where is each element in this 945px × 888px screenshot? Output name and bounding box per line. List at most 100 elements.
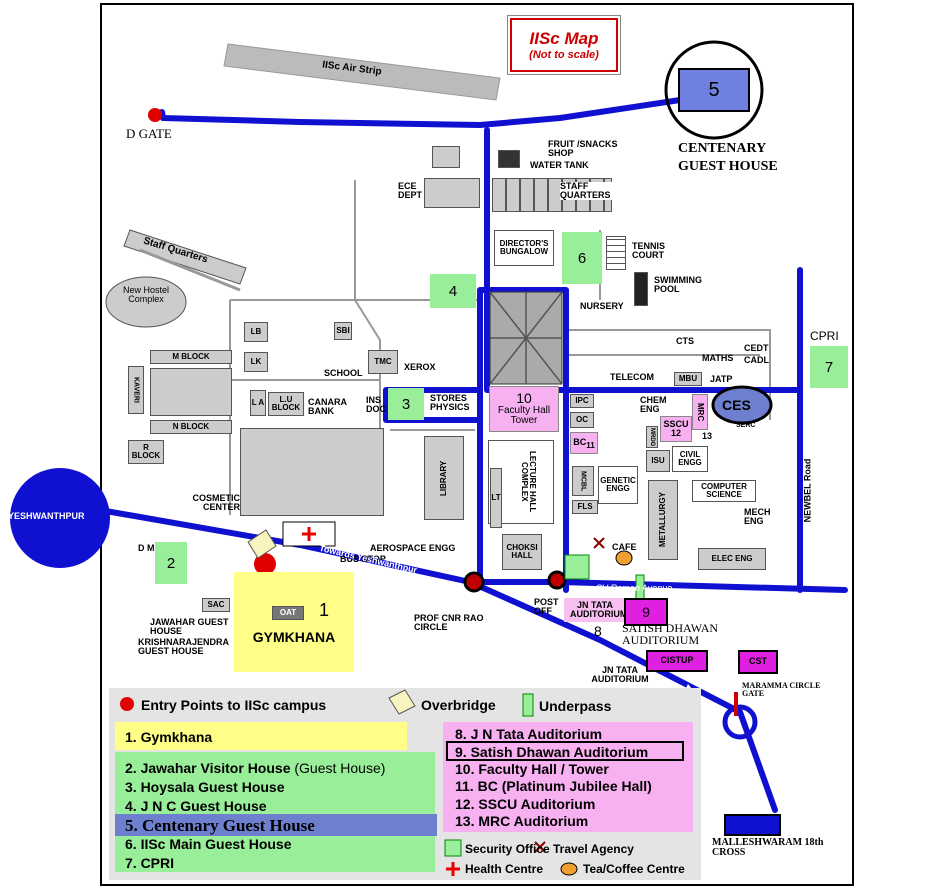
map-title: IISc Map <box>529 29 599 48</box>
legend-item-4: 4. J N C Guest House <box>125 798 267 814</box>
m-block-label: M BLOCK <box>172 352 210 361</box>
marker-2[interactable]: 2 <box>155 542 187 584</box>
n-block-label: N BLOCK <box>172 422 210 431</box>
post-off-label: POST OFF <box>534 597 559 616</box>
marker-13[interactable]: 13 <box>702 431 713 441</box>
maramma-gate-label[interactable]: MARAMMA CIRCLE GATE <box>742 681 821 698</box>
library-label: LIBRARY <box>439 460 448 496</box>
civil-label: CIVIL ENGG <box>678 450 702 467</box>
bldg-chokshi: CHOKSI HALL <box>502 534 542 570</box>
bldg-lib-hall <box>240 428 384 516</box>
oc-label: OC <box>576 415 588 424</box>
mrc-label: MRC <box>696 402 706 422</box>
air-strip-shape <box>223 43 501 101</box>
health-cross-icon <box>302 527 316 541</box>
marker-8-jn-tata[interactable]: JN TATA AUDITORIUM <box>564 598 627 622</box>
bldg-m-block-wing <box>150 368 232 416</box>
water-tank-label: WATER TANK <box>530 160 589 170</box>
satish-label: SATISH DHAWAN AUDITORIUM <box>622 621 719 647</box>
legend-green-bg <box>115 752 435 872</box>
yeshwanthpur-label[interactable]: YESHWANTHPUR <box>8 511 85 521</box>
legend-entry-text: Entry Points to IISc campus <box>141 697 327 713</box>
bldg-oc: OC <box>570 412 594 428</box>
legend-travel-icon <box>534 841 546 853</box>
centenary-guest-house-marker[interactable]: 5 <box>678 68 750 112</box>
legend-tea-text: Tea/Coffee Centre <box>583 862 685 876</box>
mech-label: MECH ENG <box>744 507 771 526</box>
malleshwaram-label[interactable]: MALLESHWARAM 18th CROSS <box>712 837 824 858</box>
ins-doc-label: INS DOC <box>366 395 386 414</box>
lt-label: LT <box>491 493 501 502</box>
canara-label: CANARA BANK <box>308 397 347 416</box>
jawahar-label: JAWAHAR GUEST HOUSE <box>150 617 229 636</box>
new-hostel-label: New Hostel Complex <box>122 285 169 304</box>
fruit-shop-label: FRUIT /SNACKS SHOP <box>548 139 618 158</box>
bldg-sac: SAC <box>202 598 230 612</box>
bc-label: BC <box>573 437 587 448</box>
marker-1-gymkhana[interactable]: 1 GYMKHANA <box>234 572 354 672</box>
marker-3-text: 3 <box>401 395 411 413</box>
bldg-mrdg: MRDG <box>646 426 658 448</box>
bldg-tmc: TMC <box>368 350 398 374</box>
ces-label[interactable]: CES <box>722 397 751 413</box>
marker-11-bc[interactable]: BC 11 <box>570 432 598 454</box>
bldg-swimming <box>634 272 648 306</box>
la-label: L A <box>251 398 265 407</box>
entry-point-cv-raman <box>547 570 567 590</box>
elec-label: ELEC ENG <box>711 554 753 563</box>
tennis-label: TENNIS COURT <box>632 241 666 260</box>
cst-box[interactable]: CST <box>738 650 778 674</box>
cistup-box[interactable]: CiSTUP <box>646 650 708 672</box>
marker-7[interactable]: 7 <box>810 346 848 388</box>
legend-graphics <box>115 689 693 876</box>
aerospace-label: AEROSPACE ENGG <box>370 543 456 553</box>
yeshwanthpur-arrow <box>289 549 461 591</box>
marker-9-satish[interactable]: 9 <box>624 598 668 626</box>
ces-shape <box>711 385 773 425</box>
legend-overbridge-icon <box>388 689 416 715</box>
marker-3[interactable]: 3 <box>388 388 424 420</box>
legend-item-8: 8. J N Tata Auditorium <box>455 726 603 742</box>
genetic-label: GENETIC ENGG <box>600 476 636 493</box>
bldg-n-block: N BLOCK <box>150 420 232 434</box>
legend-item-2-note: (Guest House) <box>294 760 386 776</box>
centenary-label: CENTENARY GUEST HOUSE <box>678 141 778 175</box>
cosmetic-label: COSMETIC CENTER <box>192 493 240 512</box>
legend-underpass-text: Underpass <box>539 698 612 714</box>
cafe-label: CAFE <box>612 542 637 552</box>
overbridge-icon <box>247 529 277 559</box>
marker-6[interactable]: 6 <box>562 232 602 284</box>
marker-12-sscu[interactable]: SSCU 12 <box>660 416 692 442</box>
bldg-oat: OAT <box>272 606 304 620</box>
bldg-library: LIBRARY <box>424 436 464 520</box>
marker-4[interactable]: 4 <box>430 274 476 308</box>
kaveri-label: KAVERI <box>132 377 140 403</box>
lu-block-label: L.U BLOCK <box>271 395 301 412</box>
d-m-label: D M <box>138 543 155 553</box>
legend-item-3: 3. Hoysala Guest House <box>125 779 285 795</box>
d-gate-label[interactable]: D GATE <box>126 126 172 141</box>
map-title-box: IISc Map (Not to scale) <box>507 15 621 75</box>
swimming-label: SWIMMING POOL <box>654 275 702 294</box>
marker-9: 9 <box>642 603 650 620</box>
bldg-lk: LK <box>244 352 268 372</box>
stores-label: STORES PHYSICS <box>430 393 470 412</box>
legend-underpass-icon <box>522 693 534 717</box>
bldg-north-2 <box>424 178 480 208</box>
marker-10-faculty-hall[interactable]: 10 Faculty Hall Tower <box>489 386 559 432</box>
bldg-isu: ISU <box>646 450 670 472</box>
gymkhana-label: GYMKHANA <box>252 628 336 645</box>
mrc-box[interactable]: MRC <box>692 394 708 430</box>
legend-health-icon <box>446 862 460 876</box>
ipc-label: IPC <box>575 396 589 405</box>
bldg-la: L A <box>250 390 266 416</box>
bldg-genetic: GENETIC ENGG <box>598 466 638 504</box>
cadl-label: CADL <box>744 355 769 365</box>
bldg-tennis <box>606 236 626 270</box>
bldg-mcbl: MCBL <box>572 466 594 496</box>
bldg-elec: ELEC ENG <box>698 548 766 570</box>
cpri-label: CPRI <box>810 329 839 343</box>
marker-8[interactable]: 8 <box>594 623 602 639</box>
legend-item-5: 5. Centenary Guest House <box>125 816 315 835</box>
